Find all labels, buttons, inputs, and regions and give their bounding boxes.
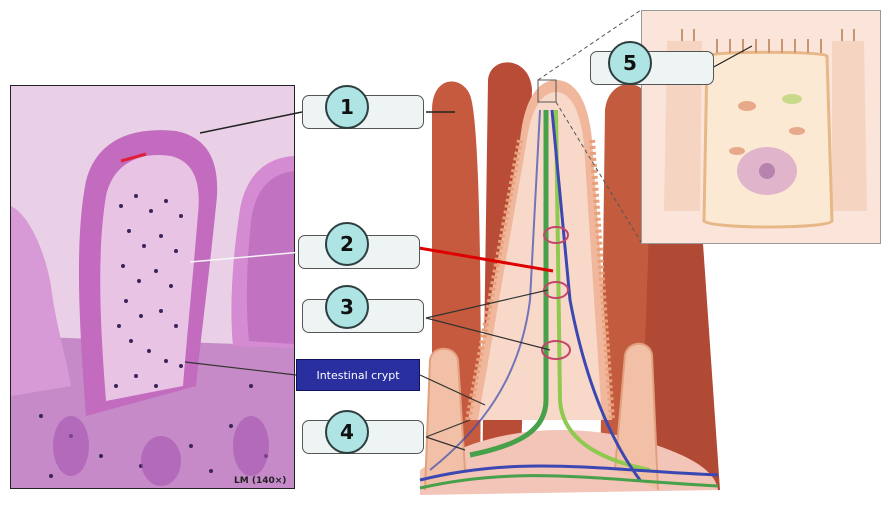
label-number-1: 1 (340, 95, 354, 119)
intestinal-crypt-text: Intestinal crypt (316, 369, 399, 382)
pointer-2-left (190, 252, 302, 262)
cell-inset-image (642, 11, 880, 243)
label-badge-3: 3 (325, 285, 369, 329)
label-number-2: 2 (340, 232, 354, 256)
label-badge-4: 4 (325, 410, 369, 454)
label-badge-1: 1 (325, 85, 369, 129)
label-number-3: 3 (340, 295, 354, 319)
label-number-4: 4 (340, 420, 354, 444)
label-badge-5: 5 (608, 41, 652, 85)
cell-inset (641, 10, 881, 244)
label-badge-2: 2 (325, 222, 369, 266)
epithelial-cell (704, 52, 832, 227)
intestinal-crypt-label: Intestinal crypt (296, 359, 420, 391)
pointer-crypt-left (185, 362, 296, 375)
label-number-5: 5 (623, 51, 637, 75)
pointer-1-left (200, 112, 302, 133)
